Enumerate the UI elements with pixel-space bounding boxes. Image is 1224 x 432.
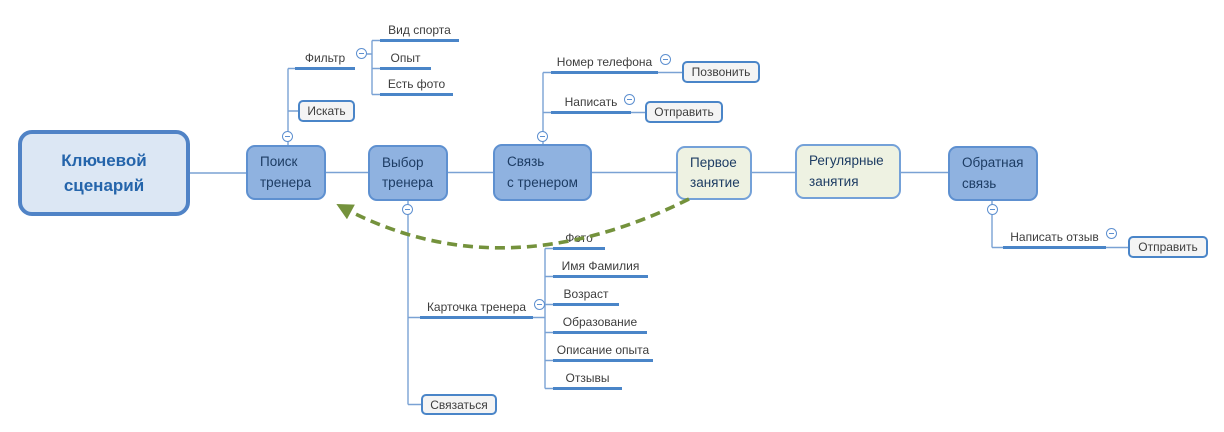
label-write-review[interactable]: Написать отзыв: [1003, 228, 1106, 249]
topic-first-lesson[interactable]: Первое занятие: [676, 146, 752, 200]
topic-choose-trainer[interactable]: Выбор тренера: [368, 145, 448, 201]
send-message-button[interactable]: Отправить: [645, 101, 723, 123]
topic-contact-trainer[interactable]: Связь с тренером: [493, 144, 592, 201]
collapse-minus-icon[interactable]: [987, 204, 998, 215]
contact-button[interactable]: Связаться: [421, 394, 497, 415]
collapse-minus-icon[interactable]: [402, 204, 413, 215]
label-experience-desc[interactable]: Описание опыта: [553, 341, 653, 362]
search-button[interactable]: Искать: [298, 100, 355, 122]
label-reviews[interactable]: Отзывы: [553, 369, 622, 390]
label-photo[interactable]: Фото: [553, 229, 605, 250]
collapse-minus-icon[interactable]: [1106, 228, 1117, 239]
send-review-button[interactable]: Отправить: [1128, 236, 1208, 258]
topic-search-trainer[interactable]: Поиск тренера: [246, 145, 326, 200]
label-trainer-card[interactable]: Карточка тренера: [420, 298, 533, 319]
label-phone-number[interactable]: Номер телефона: [551, 53, 658, 74]
topic-regular-lessons[interactable]: Регулярные занятия: [795, 144, 901, 199]
label-filter[interactable]: Фильтр: [295, 49, 355, 70]
label-education[interactable]: Образование: [553, 313, 647, 334]
topic-feedback[interactable]: Обратная связь: [948, 146, 1038, 201]
label-experience[interactable]: Опыт: [380, 49, 431, 70]
label-name-surname[interactable]: Имя Фамилия: [553, 257, 648, 278]
collapse-minus-icon[interactable]: [624, 94, 635, 105]
collapse-minus-icon[interactable]: [537, 131, 548, 142]
call-button[interactable]: Позвонить: [682, 61, 760, 83]
collapse-minus-icon[interactable]: [282, 131, 293, 142]
label-age[interactable]: Возраст: [553, 285, 619, 306]
label-sport-type[interactable]: Вид спорта: [380, 21, 459, 42]
root-topic[interactable]: Ключевой сценарий: [18, 130, 190, 216]
label-has-photo[interactable]: Есть фото: [380, 75, 453, 96]
collapse-minus-icon[interactable]: [534, 299, 545, 310]
loop-arrow-path: [336, 197, 690, 250]
collapse-minus-icon[interactable]: [356, 48, 367, 59]
label-write[interactable]: Написать: [551, 93, 631, 114]
collapse-minus-icon[interactable]: [660, 54, 671, 65]
